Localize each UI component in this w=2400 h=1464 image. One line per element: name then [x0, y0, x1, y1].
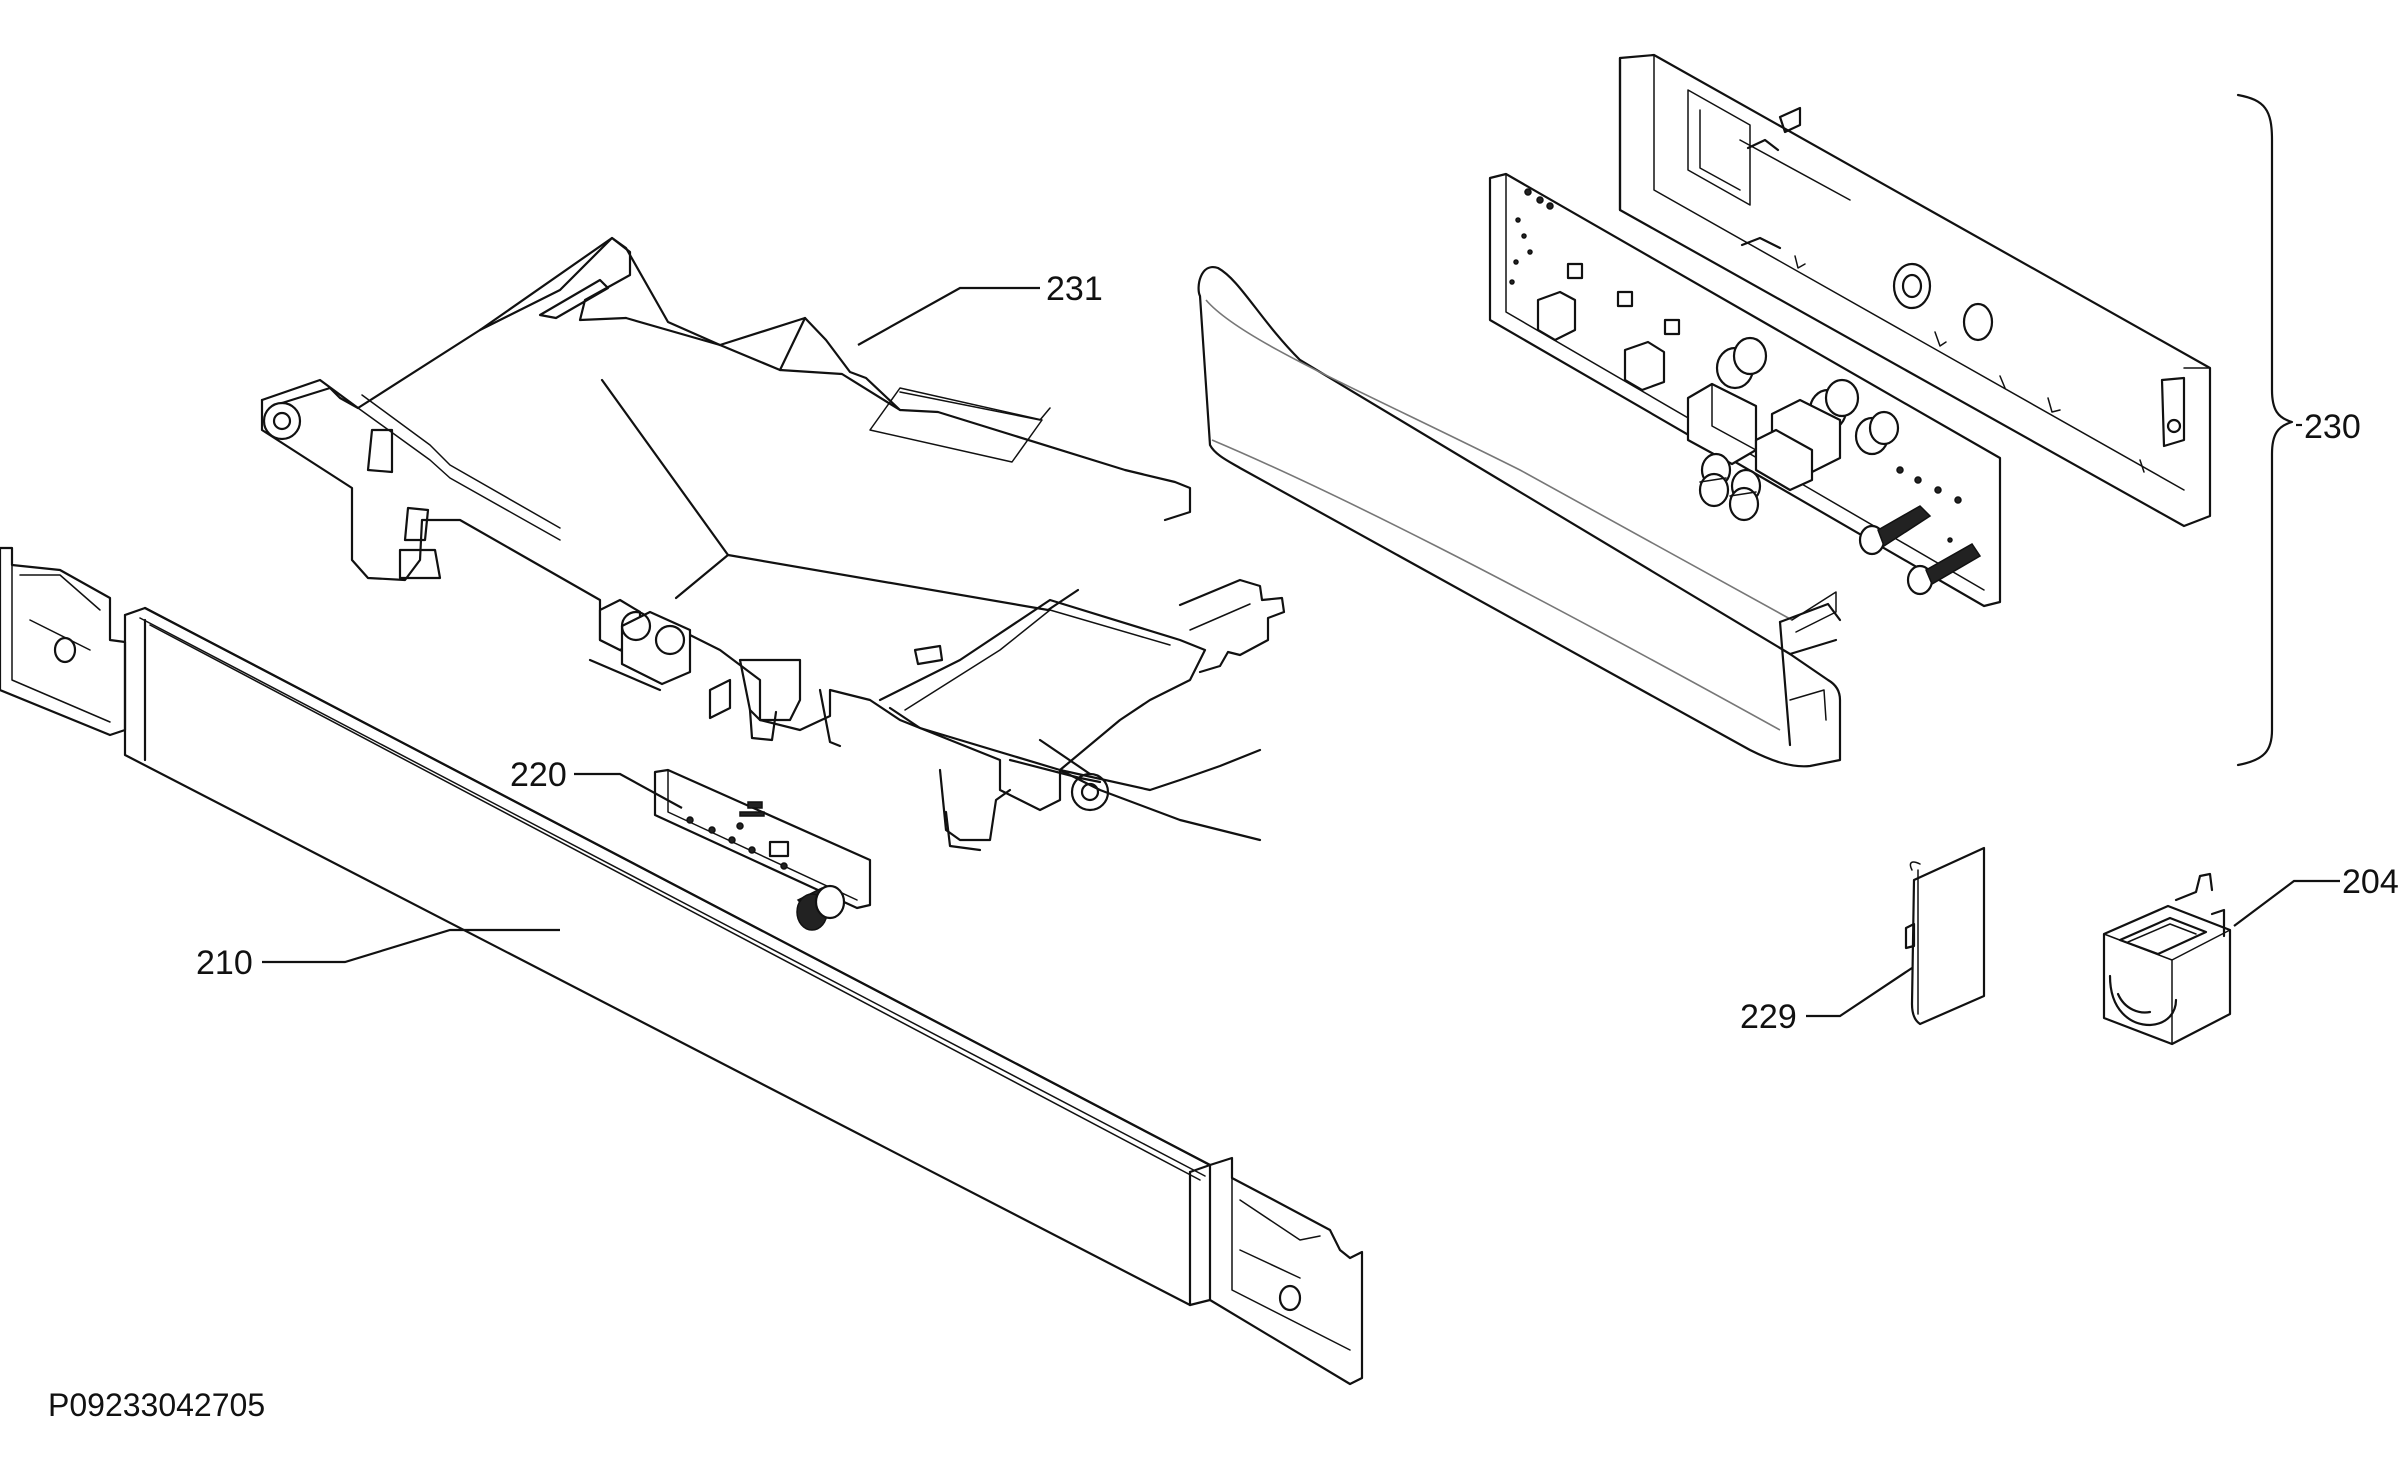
leader-220 — [574, 772, 683, 809]
fascia-cover — [1197, 266, 1842, 768]
callout-229: 229 — [1740, 998, 1797, 1036]
leader-229 — [1806, 967, 1913, 1018]
callout-210: 210 — [196, 944, 253, 982]
callout-220: 220 — [510, 756, 567, 794]
callout-231: 231 — [1046, 270, 1103, 308]
leader-231 — [857, 286, 1040, 346]
part-220-small-pcb — [653, 768, 872, 931]
screws — [1858, 505, 1982, 596]
assembly-brace — [2236, 93, 2294, 767]
leader-204 — [2233, 879, 2340, 927]
part-231-housing-frame — [260, 236, 1286, 852]
leader-210 — [262, 928, 560, 964]
back-cover — [1618, 53, 2212, 528]
callout-204: 204 — [2342, 863, 2399, 901]
main-pcb — [1488, 172, 2002, 608]
part-210-front-fascia — [0, 546, 1364, 1386]
leader-lines — [262, 286, 2340, 1018]
drawing-number: P09233042705 — [48, 1387, 265, 1423]
part-204-switch — [2102, 872, 2232, 1046]
part-230-panel-assembly — [1197, 53, 2294, 768]
callout-230: 230 — [2304, 408, 2361, 446]
part-229-button-cap — [1904, 846, 1986, 1026]
